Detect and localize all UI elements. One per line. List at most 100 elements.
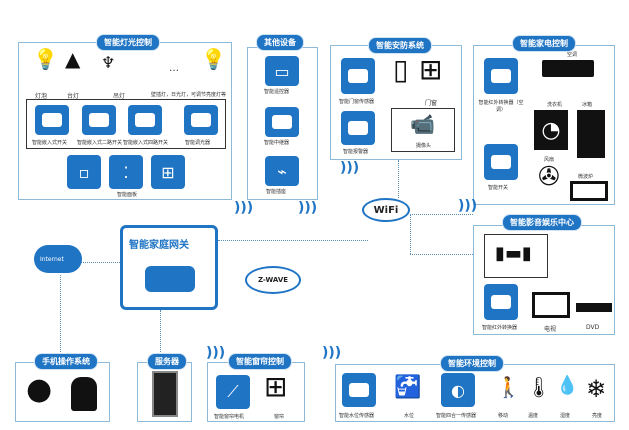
wifi-badge: WiFi [362, 198, 410, 222]
wireless-icon: ))) [458, 198, 478, 214]
label: 智能插座 [266, 189, 287, 195]
label: 移动 [498, 413, 509, 419]
connector [60, 275, 61, 360]
label: 智能嵌入式四路开关 [123, 140, 169, 146]
server-title: 服务器 [147, 353, 187, 370]
stereo-box: ▮▬▮ [484, 234, 548, 278]
curtain-icon: ⊞ [264, 370, 288, 403]
panel-2-icon: ⁚ [109, 155, 143, 189]
multisensor-icon: ◐ [441, 373, 475, 407]
label: 台灯 [67, 93, 80, 100]
label: 空调 [567, 52, 578, 58]
dimmer-icon [184, 105, 218, 135]
label: 吊灯 [113, 93, 126, 100]
lighting-title: 智能灯光控制 [96, 34, 160, 51]
cloud-icon [34, 245, 82, 273]
label: 温度 [528, 413, 539, 419]
label: 摄像头 [416, 143, 432, 149]
label: 智能面板 [117, 192, 138, 198]
label: 水位 [404, 413, 415, 419]
label: 冰箱 [582, 102, 593, 108]
label: 智能报警器 [343, 149, 369, 155]
label: 灯泡 [35, 93, 48, 100]
chandelier-icon: ♆ [101, 53, 116, 72]
label: 智能水位传感器 [339, 413, 375, 419]
air-conditioner-icon [542, 60, 594, 77]
label: 智能红外转换器 [482, 325, 518, 331]
wireless-icon: ))) [322, 345, 342, 361]
camera-icon: 📹 [410, 112, 435, 136]
alarm-icon [341, 111, 375, 145]
gateway-title: 智能家庭网关 [129, 240, 189, 251]
phone-os-panel: ● [15, 362, 110, 422]
dvd-player-icon [576, 303, 612, 312]
thermometer-icon: 🌡 [526, 375, 552, 399]
tv-icon [532, 292, 570, 318]
lighting-panel: 💡 灯泡 ▲ 台灯 ♆ 吊灯 … 💡 壁插灯，日光灯，可调节亮度灯等 智能嵌入式… [18, 42, 232, 200]
android-icon [71, 377, 97, 411]
gateway[interactable]: 智能家庭网关 [120, 225, 218, 310]
curtain-motor-icon: ⟋ [216, 375, 250, 409]
motion-icon: 🚶 [496, 375, 521, 399]
security-title: 智能安防系统 [368, 37, 432, 54]
zwave-badge: Z-WAVE [245, 266, 301, 294]
label: … [169, 63, 179, 74]
label: DVD [586, 324, 600, 331]
environment-panel: 智能水位传感器 🚰 水位 ◐ 智能四合一传感器 🚶 移动 🌡 温度 💧 湿度 ❄… [335, 364, 615, 422]
connector [410, 214, 411, 254]
faucet-icon: 🚰 [394, 375, 422, 400]
label: 湿度 [560, 413, 571, 419]
panel-4-icon: ⊞ [151, 155, 185, 189]
bulb-icon: 💡 [33, 47, 58, 71]
label: 壁插灯，日光灯，可调节亮度灯等 [151, 92, 227, 98]
other-devices-panel: ▭ 智能遥控器 智能中继器 ⌁ 智能插座 [247, 47, 318, 200]
door-icon: ▯ [393, 53, 409, 86]
wireless-icon: ))) [298, 200, 318, 216]
wireless-icon: ))) [234, 200, 254, 216]
label: 窗帘 [274, 414, 285, 420]
label: 电视 [544, 326, 557, 333]
connector [410, 254, 483, 255]
label: 智能窗帘电机 [214, 414, 245, 420]
camera-box: 📹 摄像头 [391, 108, 455, 152]
label: 智能嵌入式开关 [32, 140, 68, 146]
wireless-icon: ))) [206, 345, 226, 361]
module-box: 智能嵌入式开关 智能嵌入式二路开关 智能嵌入式四路开关 智能调光器 [26, 99, 226, 149]
stereo-icon: ▮▬▮ [495, 243, 532, 264]
connector [160, 310, 161, 360]
ir-converter-icon [484, 58, 518, 94]
label: 微波炉 [578, 174, 594, 180]
label: 智能遥控器 [264, 89, 290, 95]
panel-1-icon: ▫ [67, 155, 101, 189]
connector [410, 214, 473, 215]
fridge-icon [577, 110, 605, 158]
server-icon [152, 371, 178, 417]
door-sensor-icon [341, 58, 375, 94]
label: 智能嵌入式二路开关 [77, 140, 123, 146]
connector [80, 262, 120, 263]
humidity-icon: 💧 [556, 375, 579, 396]
server-panel [137, 362, 192, 422]
plug-icon: ⌁ [265, 156, 299, 186]
repeater-icon [265, 107, 299, 137]
ir-converter-icon [484, 284, 518, 320]
smart-switch-icon [484, 144, 518, 180]
bulb-icon: 💡 [201, 47, 226, 71]
media-panel: ▮▬▮ 智能红外转换器 电视 DVD [473, 225, 615, 335]
label: 智能红外转换器（空调） [478, 100, 524, 113]
curtain-panel: ⟋ 智能窗帘电机 ⊞ 窗帘 [207, 362, 305, 422]
connector [218, 240, 368, 241]
washing-machine-icon: ◔ [534, 110, 568, 150]
wireless-icon: ))) [340, 160, 360, 176]
remote-icon: ▭ [265, 56, 299, 86]
table-lamp-icon: ▲ [65, 47, 81, 71]
label: 智能调光器 [185, 140, 211, 146]
switch-module-icon [82, 105, 116, 135]
switch-module-icon [128, 105, 162, 135]
window-icon: ⊞ [419, 53, 443, 86]
label: 智能四合一传感器 [436, 413, 477, 419]
fan-icon: ✇ [538, 162, 560, 192]
gateway-device-icon [145, 266, 195, 292]
switch-module-icon [35, 105, 69, 135]
label: 智能开关 [488, 185, 509, 191]
